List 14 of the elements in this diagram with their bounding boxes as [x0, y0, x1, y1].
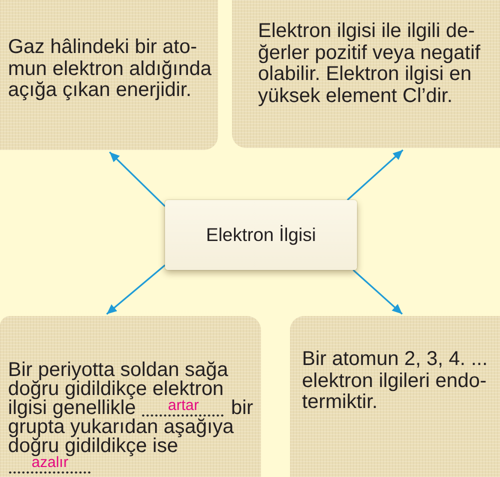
note-text: Gaz hâlindeki bir ato- mun elektron aldığında açığa çıkan enerjidir. [8, 37, 212, 102]
topic-card [165, 200, 357, 270]
arrow [109, 152, 166, 207]
note-text: Elektron ilgisi ile ilgili de- ğerler pozitif veya negatif olabilir. Elektron ilgisi en yüksek element Cl’dir. [258, 21, 482, 108]
topic-label: Elektron İlgisi [206, 224, 316, 246]
arrow [346, 149, 404, 201]
arrow [352, 269, 403, 315]
note-card [0, 0, 218, 150]
note-text: Bir atomun 2, 3, 4. ... elektron ilgileri endo- termiktir. [302, 349, 489, 414]
note-card [290, 316, 500, 477]
note-text: Bir periyotta soldan sağa doğru gidildikçe elektron ilgisi genellikle artar bir grupta yukarıdan aşağıya doğru gidildikçe ise azalır [8, 361, 259, 475]
note-card [0, 316, 261, 477]
note-card [232, 0, 500, 148]
arrow [106, 264, 166, 315]
